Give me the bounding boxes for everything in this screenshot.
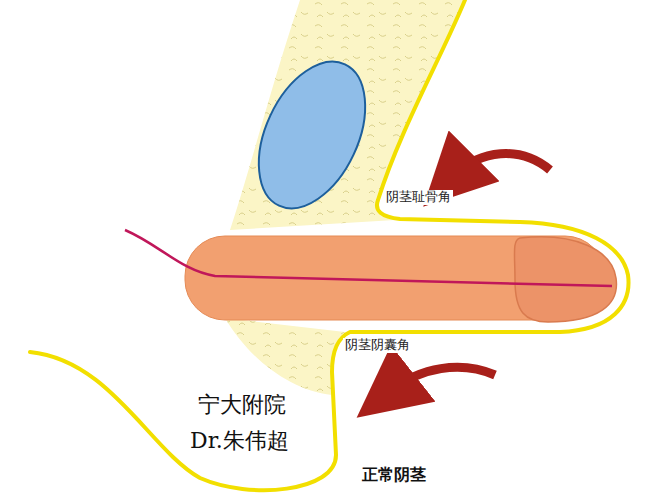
angle-label: 阴茎耻骨角 xyxy=(384,190,453,205)
angle-arrow xyxy=(455,154,550,175)
pubic-region xyxy=(230,0,465,230)
watermark: 宁大附院 xyxy=(198,392,286,417)
angle-arrow xyxy=(392,367,495,390)
watermark: Dr.朱伟超 xyxy=(190,428,289,453)
angle-label: 阴茎阴囊角 xyxy=(343,338,412,353)
body-outline xyxy=(30,0,628,490)
caption: 正常阴茎 xyxy=(362,466,426,484)
glans xyxy=(514,237,616,322)
urethra-line xyxy=(125,230,612,286)
pubic-bone xyxy=(237,45,386,225)
scrotal-base-region xyxy=(225,318,345,395)
